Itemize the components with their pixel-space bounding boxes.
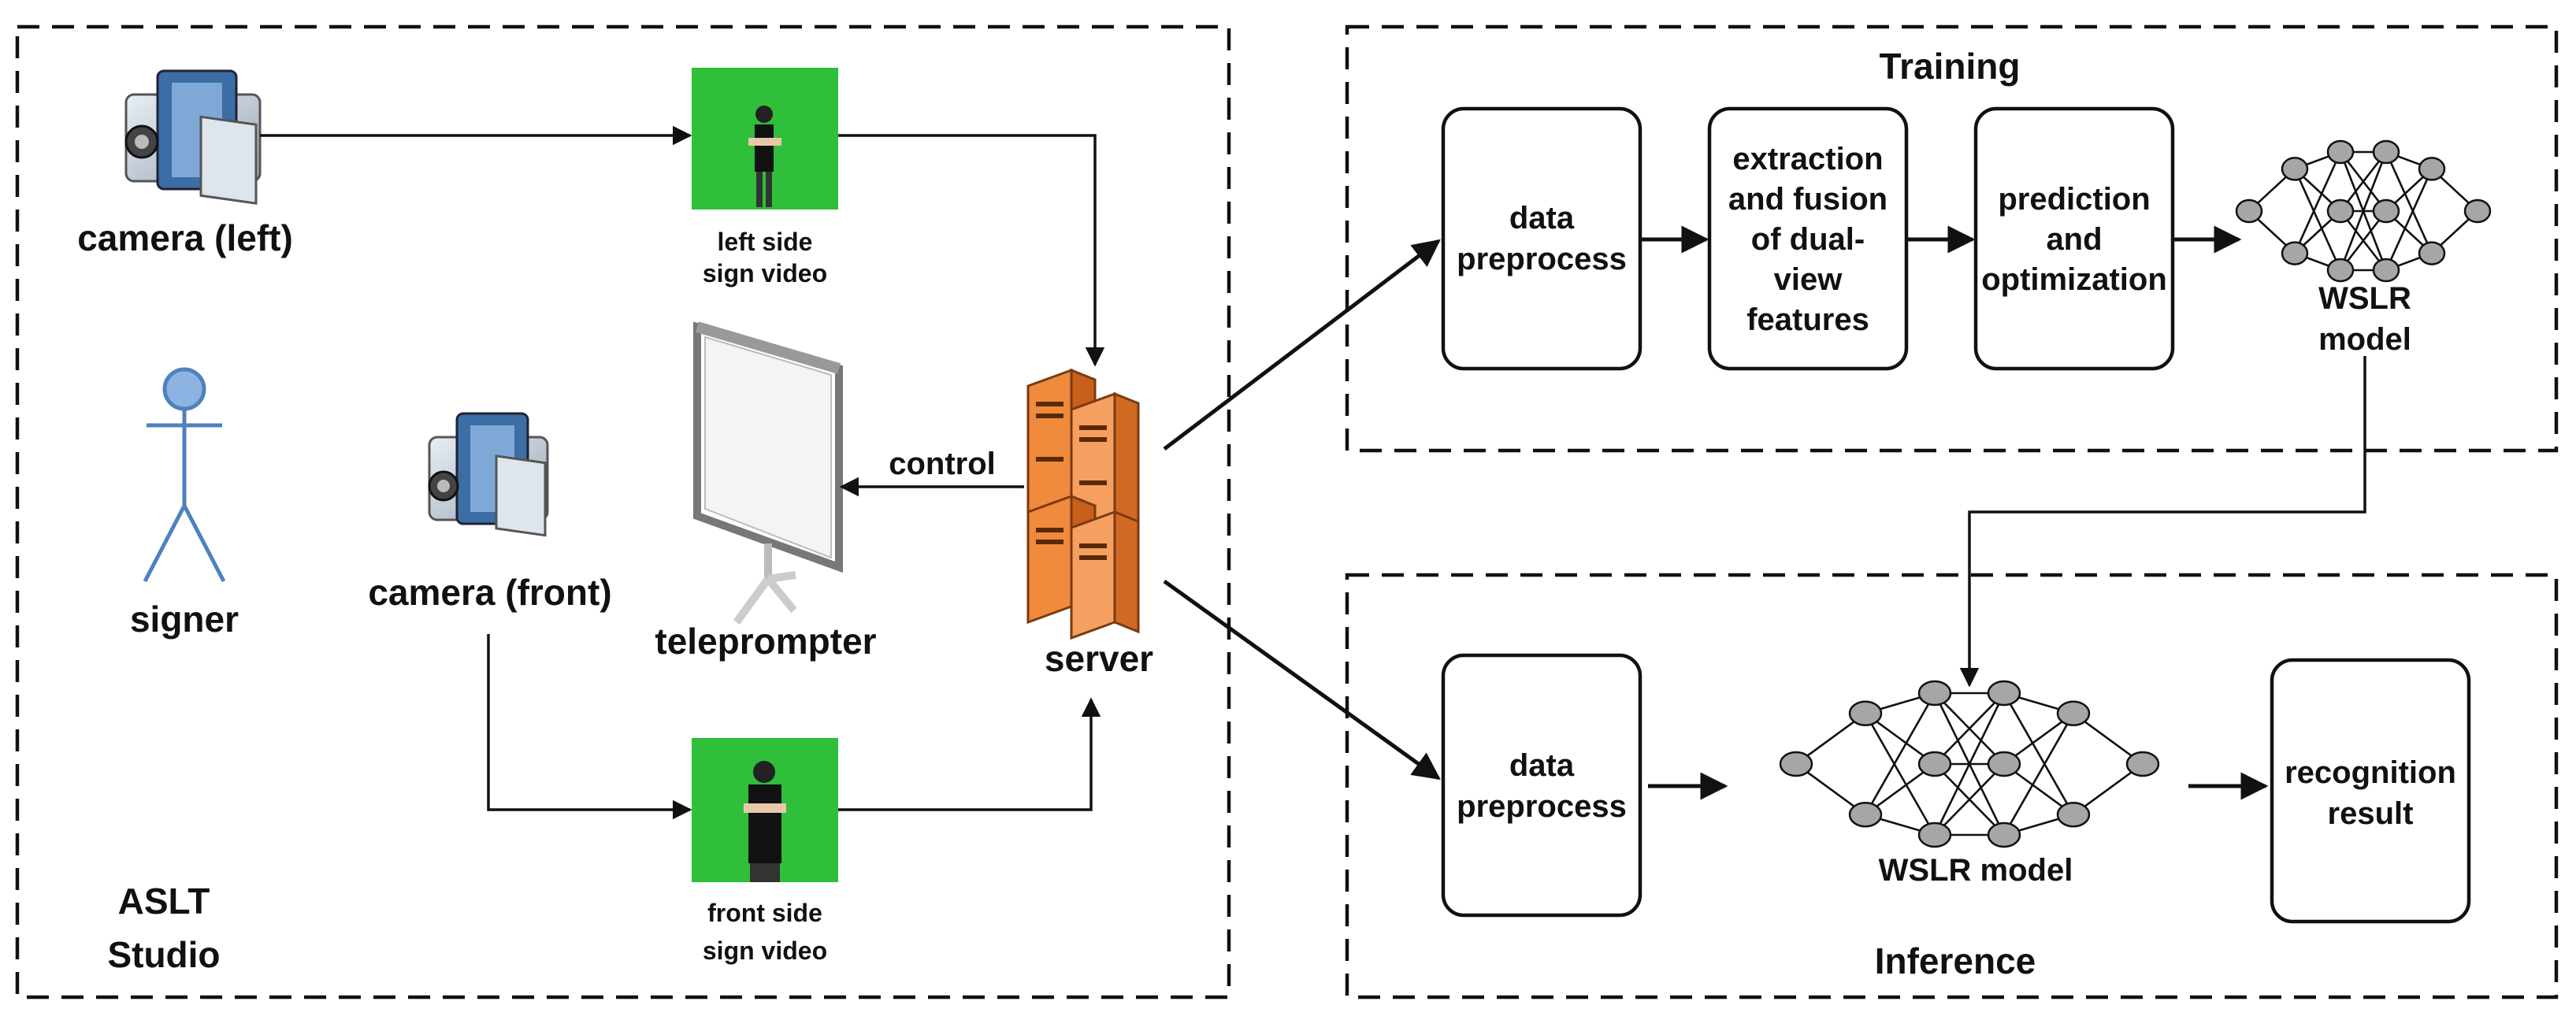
training-title: Training [1880,46,2021,87]
teleprompter-label: teleprompter [655,621,876,662]
arrow-server-to-inference [1163,579,1441,781]
nn-edge [2385,151,2433,254]
nn-edge [1933,692,2006,836]
recognition-result-box [2270,658,2471,924]
camera-front-label: camera (front) [368,572,611,613]
arrow-camera-front-to-video [487,634,692,820]
nn-node [2418,241,2446,265]
nn-node [1987,822,2021,848]
control-label: control [889,447,996,481]
nn-node [2326,139,2355,165]
inference-region [1345,573,2559,1000]
nn-node [2418,157,2446,181]
camera-left-label: camera (left) [77,217,293,258]
camera-front-icon [428,412,549,537]
nn-node [2372,258,2400,283]
nn-edge [1864,713,1936,836]
arrow-server-to-training [1163,239,1441,451]
studio-label-line2: Studio [107,934,220,975]
nn-node [2125,751,2160,777]
inference-title: Inference [1875,940,2036,981]
nn-edge [2385,168,2433,271]
inference-neural-network-icon [1779,680,2160,848]
nn-node [1987,680,2021,707]
left-video-thumbnail [692,68,838,210]
inference-box1-line2: preprocess [1457,789,1627,824]
nn-node [2372,198,2400,224]
nn-node [2326,198,2355,224]
nn-edge [1934,763,2005,836]
nn-node [2056,802,2091,828]
inference-box1-line1: data [1509,748,1575,783]
left-video-label-1: left side [718,228,813,256]
nn-node [2235,198,2263,224]
nn-node [2326,258,2355,283]
training-model-line1: WSLR [2318,281,2411,316]
training-box2-line3: of dual- [1751,222,1865,257]
nn-node [1917,751,1952,777]
training-box2-line1: extraction [1732,142,1883,176]
signer-person-icon [143,367,226,583]
result-line2: result [2328,796,2414,831]
training-box2-line4: view [1774,262,1843,297]
left-video-label-2: sign video [703,259,827,287]
server-icon [1026,368,1140,640]
camera-left-icon [124,69,262,205]
nn-node [1917,822,1952,848]
nn-node [2281,241,2309,265]
studio-region [15,24,1231,1000]
training-box1-line1: data [1509,201,1575,236]
nn-edge [2003,713,2075,836]
training-data-preprocess-box [1441,106,1642,371]
arrow-front-video-to-server [838,697,1101,811]
training-model-line2: model [2318,322,2411,357]
nn-node [2463,198,2492,224]
training-neural-network-icon [2235,139,2492,283]
nn-node [2281,157,2309,181]
arrow-training-model-to-inference [1959,356,2366,688]
result-line1: recognition [2285,755,2456,790]
nn-node [1848,700,1883,726]
teleprompter-screen-icon [693,321,843,625]
nn-node [2372,139,2400,165]
nn-node [1917,680,1952,707]
training-box3-line2: and [2046,222,2102,257]
training-box3-line1: prediction [1998,182,2150,217]
inference-model-label: WSLR model [1879,853,2073,888]
training-box3-line3: optimization [1981,262,2167,297]
server-label: server [1045,638,1153,679]
training-box1-line2: preprocess [1457,242,1627,276]
training-box2-line2: and fusion [1728,182,1887,217]
nn-node [1987,751,2021,777]
training-region [1345,24,2559,453]
front-video-thumbnail [692,738,838,882]
nn-node [1779,751,1813,777]
front-video-label-2: sign video [703,937,827,965]
nn-node [2056,700,2091,726]
studio-label-line1: ASLT [118,881,210,922]
nn-edge [2293,151,2342,254]
nn-node [1848,802,1883,828]
front-video-label-1: front side [707,899,822,927]
signer-label: signer [130,599,239,640]
arrow-left-video-to-server [838,134,1105,367]
nn-edge [1864,692,1936,815]
nn-edge [2293,168,2342,271]
nn-edge [2339,151,2388,271]
inference-data-preprocess-box [1441,653,1642,918]
training-box2-line5: features [1746,302,1869,337]
nn-edge [2003,692,2075,815]
nn-edge [1934,692,2005,765]
